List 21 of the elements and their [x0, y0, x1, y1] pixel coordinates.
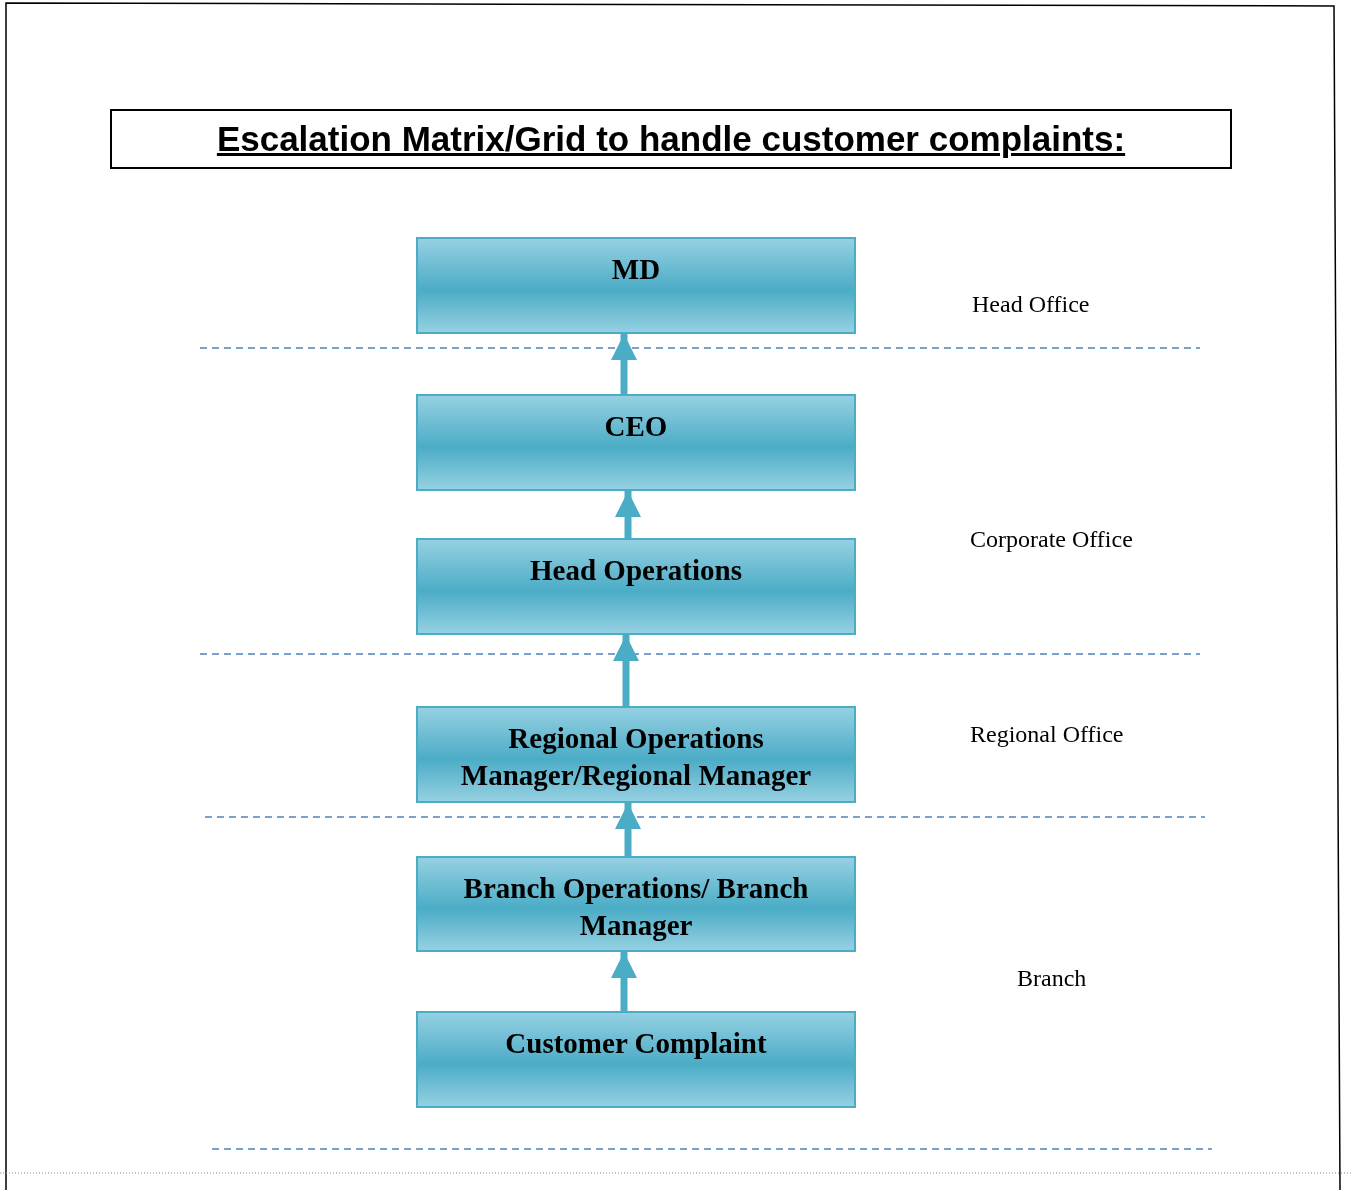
escalation-arrow — [611, 952, 637, 1011]
level-label: Branch Operations/ Branch Manager — [462, 871, 810, 943]
level-box — [416, 1011, 856, 1108]
office-level-label: Head Office — [972, 291, 1090, 318]
level-box — [416, 706, 856, 803]
diagram-title: Escalation Matrix/Grid to handle customer complaints: — [216, 119, 1126, 159]
level-label: Regional Operations Manager/Regional Manager — [459, 721, 813, 793]
escalation-arrow — [615, 491, 641, 538]
level-label: CEO — [604, 409, 668, 444]
escalation-arrow — [615, 803, 641, 856]
level-label: Customer Complaint — [505, 1026, 767, 1061]
level-label: MD — [611, 252, 661, 287]
office-level-label: Regional Office — [970, 721, 1124, 748]
level-box — [416, 538, 856, 635]
office-level-label: Corporate Office — [970, 526, 1133, 553]
escalation-arrow — [613, 635, 639, 706]
level-box — [416, 856, 856, 952]
level-box — [416, 394, 856, 491]
level-box — [416, 237, 856, 334]
level-label: Head Operations — [530, 553, 742, 588]
office-level-label: Branch — [1017, 965, 1087, 992]
